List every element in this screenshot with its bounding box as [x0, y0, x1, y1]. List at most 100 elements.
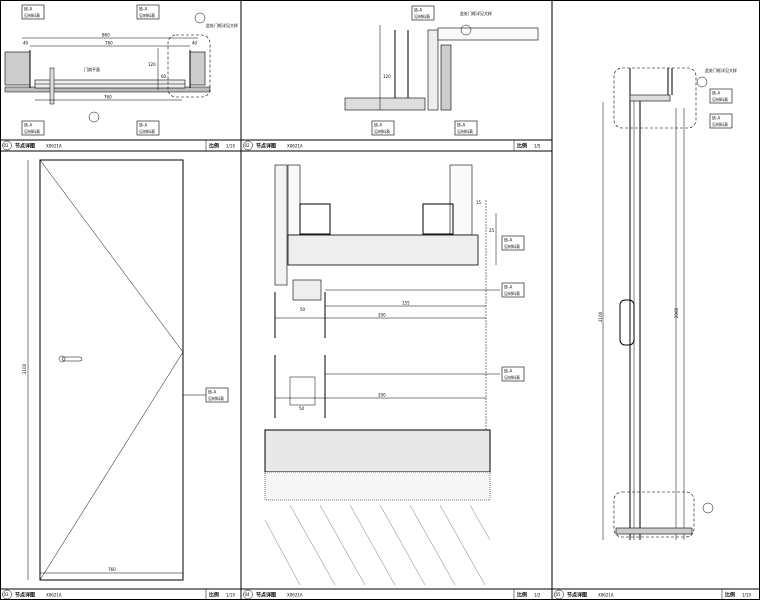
- section-marker-icon: [702, 502, 714, 514]
- svg-text:200: 200: [378, 393, 386, 398]
- svg-text:40: 40: [23, 41, 29, 46]
- svg-text:2060: 2060: [674, 307, 679, 318]
- svg-text:见材料表: 见材料表: [504, 290, 520, 296]
- svg-text:比例: 比例: [209, 143, 219, 150]
- svg-text:02: 02: [245, 143, 251, 148]
- svg-text:比例: 比例: [517, 592, 527, 599]
- svg-text:饰-A: 饰-A: [139, 122, 147, 128]
- svg-text:760: 760: [105, 41, 113, 46]
- svg-text:比例: 比例: [725, 592, 735, 599]
- svg-text:X0621A: X0621A: [46, 593, 62, 598]
- section-marker-icon: [696, 76, 708, 88]
- title-bar-05: 05 节点详图 X0621A 比例 1/10: [554, 589, 751, 600]
- door-handle-icon: [619, 299, 635, 346]
- svg-text:1/2: 1/2: [534, 593, 541, 598]
- svg-text:1/10: 1/10: [226, 144, 235, 149]
- svg-text:见材料表: 见材料表: [139, 128, 155, 134]
- svg-text:2100: 2100: [598, 311, 603, 322]
- svg-text:见材料表: 见材料表: [457, 128, 473, 134]
- svg-text:1/5: 1/5: [534, 144, 541, 149]
- svg-text:饰-A: 饰-A: [24, 122, 32, 128]
- svg-text:04: 04: [245, 592, 251, 597]
- title-bar-04: 04 节点详图 X0621A 比例 1/2: [243, 589, 541, 600]
- svg-text:1/10: 1/10: [226, 593, 235, 598]
- svg-text:15: 15: [476, 200, 482, 205]
- svg-text:此处门框详见大样: 此处门框详见大样: [705, 67, 737, 73]
- svg-text:节点详图: 节点详图: [256, 592, 276, 599]
- svg-text:比例: 比例: [517, 143, 527, 150]
- svg-text:饰-A: 饰-A: [139, 6, 147, 12]
- svg-text:50: 50: [300, 307, 306, 312]
- door-handle-icon: [58, 355, 66, 363]
- svg-text:饰-A: 饰-A: [24, 6, 32, 12]
- svg-text:X0621A: X0621A: [46, 144, 62, 149]
- svg-text:860: 860: [102, 33, 110, 38]
- svg-text:760: 760: [104, 95, 112, 100]
- svg-text:见材料表: 见材料表: [414, 13, 430, 19]
- svg-text:见材料表: 见材料表: [712, 96, 728, 102]
- svg-text:见材料表: 见材料表: [374, 128, 390, 134]
- svg-text:120: 120: [383, 74, 391, 79]
- svg-text:见材料表: 见材料表: [712, 121, 728, 127]
- svg-text:X0621A: X0621A: [598, 593, 614, 598]
- svg-text:25: 25: [489, 228, 495, 233]
- svg-text:见材料表: 见材料表: [139, 12, 155, 18]
- svg-text:1/10: 1/10: [742, 593, 751, 598]
- svg-text:50: 50: [299, 406, 305, 411]
- title-bar-02: 02 节点详图 X0621A 比例 1/5: [243, 140, 541, 151]
- svg-text:200: 200: [378, 313, 386, 318]
- svg-text:节点详图: 节点详图: [567, 592, 587, 599]
- svg-text:饰-A: 饰-A: [374, 122, 382, 128]
- svg-text:节点详图: 节点详图: [15, 592, 35, 599]
- svg-text:饰-A: 饰-A: [712, 115, 720, 121]
- svg-text:120: 120: [148, 62, 156, 67]
- svg-text:节点详图: 节点详图: [15, 143, 35, 150]
- svg-text:2100: 2100: [22, 363, 27, 374]
- svg-text:760: 760: [108, 567, 116, 572]
- svg-text:饰-A: 饰-A: [504, 368, 512, 374]
- svg-text:见材料表: 见材料表: [24, 12, 40, 18]
- title-bar-03: 03 节点详图 X0621A 比例 1/10: [2, 589, 235, 600]
- title-bar-01: 01 节点详图 X0621A 比例 1/10: [2, 140, 235, 151]
- section-marker-icon: [88, 111, 100, 123]
- svg-text:见材料表: 见材料表: [504, 374, 520, 380]
- svg-text:05: 05: [556, 592, 562, 597]
- svg-text:155: 155: [402, 301, 410, 306]
- panel-01-door-plan: 860 760 40 40 760 门扇平面 120 60 此处门框详见大样 饰…: [4, 4, 238, 136]
- svg-text:60: 60: [161, 74, 167, 79]
- svg-text:见材料表: 见材料表: [24, 128, 40, 134]
- svg-text:此处门框详见大样: 此处门框详见大样: [206, 22, 238, 28]
- svg-text:X0621A: X0621A: [287, 593, 303, 598]
- svg-text:饰-A: 饰-A: [414, 7, 422, 13]
- svg-text:饰-A: 饰-A: [712, 90, 720, 96]
- svg-text:03: 03: [4, 592, 10, 597]
- svg-text:饰-A: 饰-A: [457, 122, 465, 128]
- section-marker-icon: [194, 12, 206, 24]
- svg-text:比例: 比例: [209, 592, 219, 599]
- svg-text:40: 40: [192, 41, 198, 46]
- svg-text:X0621A: X0621A: [287, 144, 303, 149]
- svg-text:见材料表: 见材料表: [208, 395, 224, 401]
- svg-text:01: 01: [4, 143, 10, 148]
- svg-text:饰-A: 饰-A: [208, 389, 216, 395]
- svg-text:此处门框详见大样: 此处门框详见大样: [460, 10, 492, 16]
- svg-text:节点详图: 节点详图: [256, 143, 276, 150]
- svg-text:饰-A: 饰-A: [504, 237, 512, 243]
- svg-text:见材料表: 见材料表: [504, 243, 520, 249]
